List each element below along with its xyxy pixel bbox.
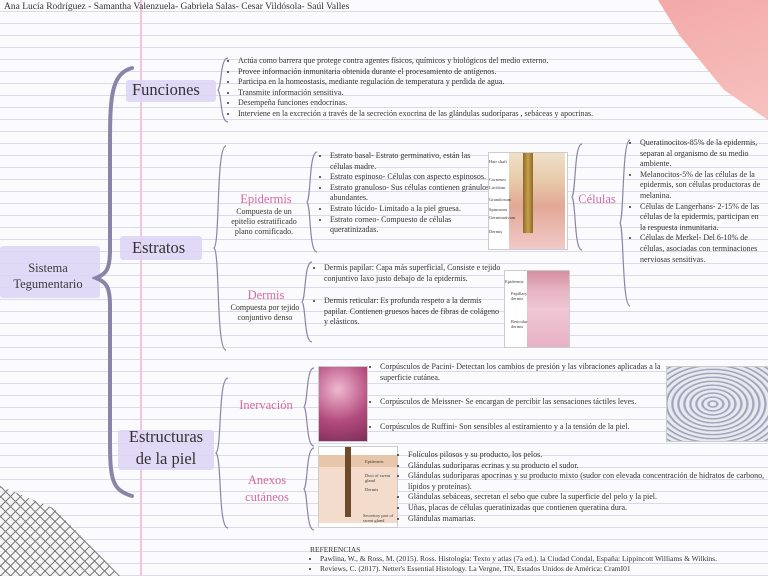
skin-layers-image: Hair shaft Corneum Lucidum Granulosum Sp…	[488, 152, 568, 250]
epidermis-item: Estrato granuloso- Sus células contienen…	[330, 183, 490, 204]
main-brace	[92, 66, 134, 498]
dermis-item: Dermis reticular: Es profunda respeto a …	[324, 296, 502, 328]
pacini-image	[318, 366, 368, 442]
epidermis-item: Estrato basal- Estrato germinativo, está…	[330, 151, 490, 172]
anexos-brace	[303, 447, 315, 531]
dermis-item: Dermis papilar: Capa más superficial, Co…	[324, 263, 502, 284]
dermis-image: Epidermis Papillary dermis Reticular der…	[504, 270, 570, 348]
dermis-title: Dermis	[247, 288, 285, 302]
celulas-list: Queratinocitos-85% de la epidermis, sepa…	[630, 138, 766, 265]
estratos-highlight	[120, 236, 202, 260]
anexos-title: Anexos cutáneos	[245, 473, 289, 504]
epidermis-item: Estrato espinoso- Células con aspecto es…	[330, 172, 490, 183]
anexos-list: Folículos pilosos y su producto, los pel…	[398, 450, 766, 524]
celulas-left-brace	[571, 143, 583, 251]
celulas-brace	[619, 139, 631, 307]
reference-item: Pawlina, W., & Ross, M. (2015). Ross. Hi…	[320, 554, 717, 564]
authors-header: Ana Lucía Rodríguez - Samantha Valenzuel…	[4, 2, 350, 12]
margin-line	[140, 0, 142, 576]
root-title: Sistema Tegumentario	[13, 261, 83, 291]
funciones-item: Desempeña funciones endocrinas.	[238, 98, 648, 109]
funciones-brace	[217, 57, 229, 123]
funciones-item: Provee información inmunitaria obtenida …	[238, 67, 648, 78]
inervacion-list: Corpúsculos de Pacini- Detectan los camb…	[370, 362, 666, 432]
references: REFERENCIAS Pawlina, W., & Ross, M. (201…	[310, 545, 717, 574]
ruffini-image	[666, 366, 768, 442]
inervacion-title: Inervación	[239, 398, 293, 412]
funciones-item: Participa en la homeostasis, mediante re…	[238, 77, 648, 88]
dermis-desc: Compuesta por tejido conjuntivo denso	[230, 303, 300, 322]
estructuras-highlight	[118, 430, 214, 470]
anexos-item: Folículos pilosos y su producto, los pel…	[408, 450, 766, 461]
celulas-item: Queratinocitos-85% de la epidermis, sepa…	[640, 138, 766, 170]
estructuras-title: Estructuras de la piel	[128, 427, 204, 468]
estratos-brace	[212, 145, 227, 351]
root-highlight	[0, 246, 100, 298]
funciones-item: Transmite información sensitiva.	[238, 88, 648, 99]
funciones-item: Interviene en la excreción a través de l…	[238, 109, 648, 120]
reference-item: Reviews, C. (2017). Netter's Essential H…	[320, 564, 717, 574]
decorative-pink-corner	[658, 0, 768, 120]
inervacion-item: Corpúsculos de Pacini- Detectan los camb…	[380, 362, 666, 383]
celulas-item: Células de Langerhans- 2-15% de las célu…	[640, 202, 766, 234]
epidermis-title: Epidermis	[240, 192, 292, 206]
epidermis-item: Estrato corneo- Compuesto de células que…	[330, 215, 490, 236]
anexos-item: Glándulas sebáceas, secretan el sebo que…	[408, 492, 766, 503]
inervacion-brace	[303, 367, 315, 447]
celulas-item: Células de Merkel- Del 6-10% de células,…	[640, 233, 766, 265]
dermis-brace	[301, 261, 313, 343]
funciones-list: Actúa como barrera que protege contra ag…	[228, 56, 648, 120]
epidermis-desc: Compuesta de un epitelio estratificado p…	[231, 207, 297, 236]
estratos-title: Estratos	[132, 238, 186, 257]
epidermis-brace	[306, 151, 318, 253]
estructuras-brace	[215, 377, 229, 529]
anexos-image: Epidermis Duct of sweat gland Dermis Sec…	[318, 446, 398, 528]
celulas-title: Células	[578, 192, 616, 206]
funciones-title: Funciones	[132, 80, 200, 99]
inervacion-item: Corpúsculos de Meissner- Se encargan de …	[380, 397, 666, 408]
anexos-item: Glándulas sudoríparas ecrinas y su produ…	[408, 461, 766, 472]
references-title: REFERENCIAS	[310, 545, 361, 554]
anexos-item: Glándulas mamarias.	[408, 514, 766, 525]
anexos-item: Uñas, placas de células queratinizadas q…	[408, 503, 766, 514]
funciones-highlight	[126, 80, 216, 102]
funciones-item: Actúa como barrera que protege contra ag…	[238, 56, 648, 67]
epidermis-list: Estrato basal- Estrato germinativo, está…	[320, 151, 490, 236]
inervacion-item: Corpúsculos de Ruffini- Son sensibles al…	[380, 422, 666, 433]
dermis-list: Dermis papilar: Capa más superficial, Co…	[314, 263, 502, 328]
celulas-item: Melanocitos-5% de las células de la epid…	[640, 170, 766, 202]
anexos-item: Glándulas sudoríparas apocrinas y su pro…	[408, 471, 766, 492]
epidermis-item: Estrato lúcido- Limitado a la piel grues…	[330, 204, 490, 215]
